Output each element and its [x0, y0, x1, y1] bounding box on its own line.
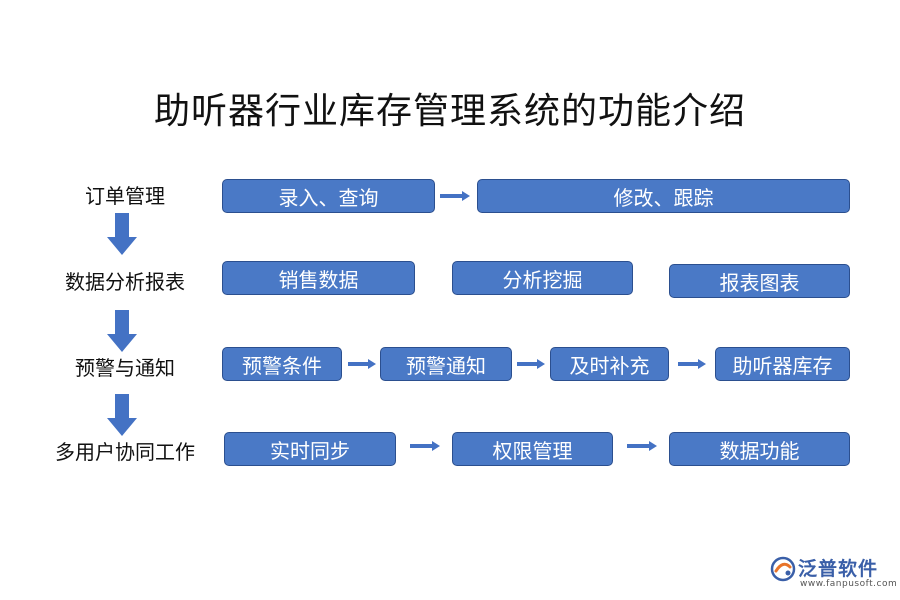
right-arrow-r3-1 [348, 359, 376, 369]
row-label-multi-user-collaboration: 多用户协同工作 [55, 440, 195, 464]
box-alert-conditions: 预警条件 [222, 347, 342, 381]
down-arrow-2 [107, 310, 137, 352]
row-label-data-analysis-reports: 数据分析报表 [65, 270, 185, 294]
box-entry-query: 录入、查询 [222, 179, 435, 213]
right-arrow-r4-1 [410, 441, 440, 451]
right-arrow-r1-1 [440, 191, 470, 201]
row-label-alerts-notifications: 预警与通知 [75, 356, 175, 380]
logo-name: 泛普软件 [798, 558, 879, 580]
box-alert-notification: 预警通知 [380, 347, 512, 381]
right-arrow-r3-3 [678, 359, 706, 369]
box-realtime-sync: 实时同步 [224, 432, 396, 466]
box-sales-data: 销售数据 [222, 261, 415, 295]
box-data-functions: 数据功能 [669, 432, 850, 466]
row-label-order-management: 订单管理 [85, 184, 165, 208]
box-modify-track: 修改、跟踪 [477, 179, 850, 213]
logo-url: www.fanpusoft.com [800, 579, 898, 589]
box-timely-replenish: 及时补充 [550, 347, 669, 381]
box-permission-management: 权限管理 [452, 432, 613, 466]
down-arrow-3 [107, 394, 137, 436]
down-arrow-1 [107, 213, 137, 255]
box-analysis-mining: 分析挖掘 [452, 261, 633, 295]
box-report-charts: 报表图表 [669, 264, 850, 298]
right-arrow-r3-2 [517, 359, 545, 369]
right-arrow-r4-2 [627, 441, 657, 451]
box-hearing-aid-inventory: 助听器库存 [715, 347, 850, 381]
diagram-title: 助听器行业库存管理系统的功能介绍 [153, 91, 746, 132]
fanpu-logo-icon [770, 556, 796, 582]
fanpu-logo: 泛普软件 www.fanpusoft.com [770, 554, 898, 594]
